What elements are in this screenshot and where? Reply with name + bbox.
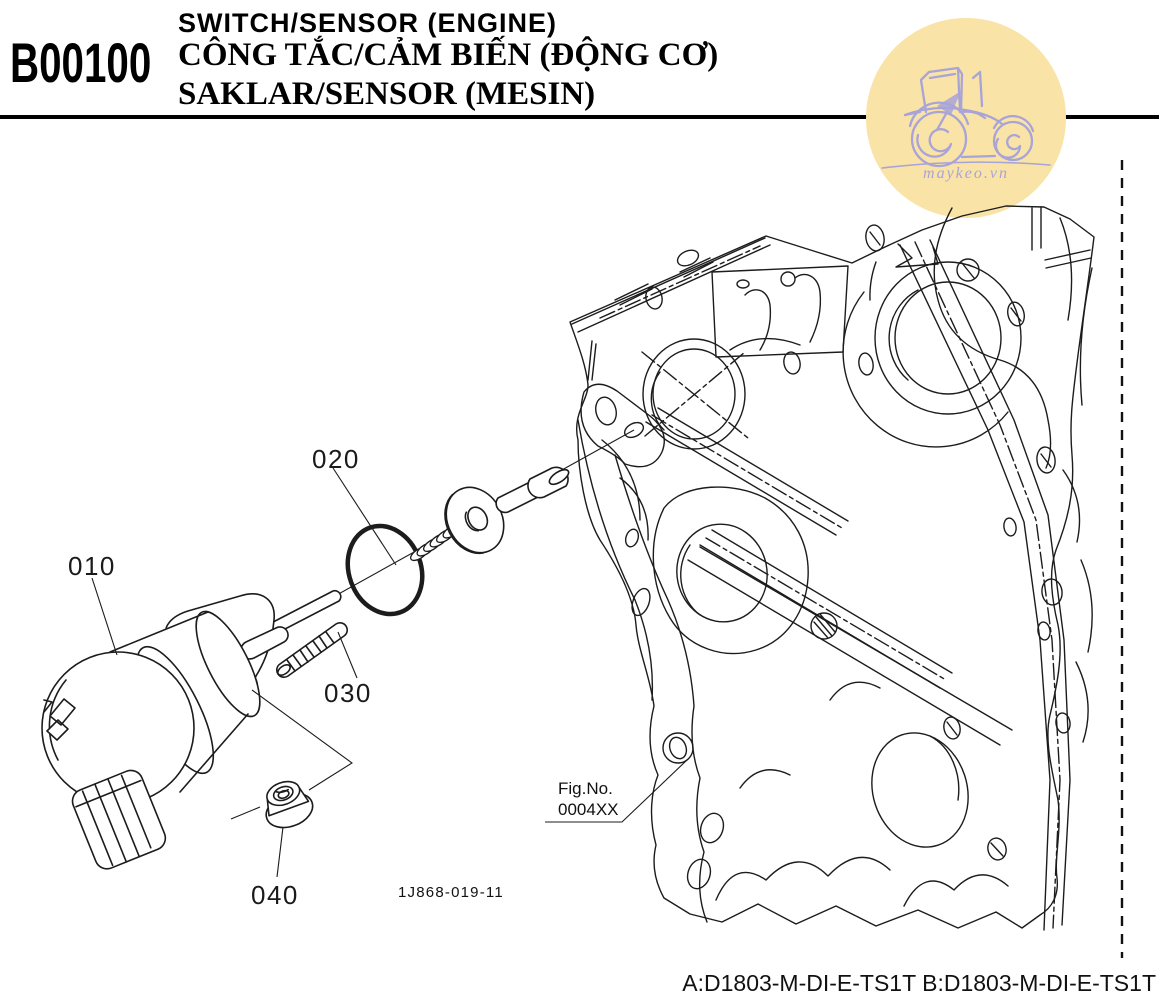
title-indonesian: SAKLAR/SENSOR (MESIN) — [178, 76, 596, 112]
watermark-site-text: maykeo.vn — [923, 165, 1009, 182]
title-vietnamese: CÔNG TẮC/CẢM BIẾN (ĐỘNG CƠ) — [178, 37, 719, 73]
solenoid-switch-drawing — [41, 593, 289, 870]
callout-020-label: 020 — [312, 444, 360, 474]
plunger-disc-drawing — [444, 466, 570, 555]
header-rule — [0, 115, 1159, 119]
callout-040-label: 040 — [251, 880, 299, 910]
spring-drawing — [410, 524, 461, 562]
callout-030-label: 030 — [324, 678, 372, 708]
stud-bolt-drawing — [276, 621, 348, 679]
model-codes: A:D1803-M-DI-E-TS1T B:D1803-M-DI-E-TS1T — [682, 970, 1156, 996]
o-ring-drawing — [345, 523, 425, 617]
fig-no-value: 0004XX — [558, 800, 619, 819]
fig-no-label: Fig.No. — [558, 779, 613, 798]
parts-drawing — [41, 466, 570, 870]
page-code: B00100 — [10, 31, 152, 94]
callout-010-label: 010 — [68, 551, 116, 581]
plunger-pin-drawing — [249, 589, 342, 645]
title-english: SWITCH/SENSOR (ENGINE) — [178, 8, 558, 38]
assembly-axis-line — [230, 429, 635, 820]
drawing-number: 1J868-019-11 — [398, 884, 504, 901]
flange-nut-drawing — [265, 780, 314, 829]
engine-block-drawing — [569, 205, 1095, 931]
